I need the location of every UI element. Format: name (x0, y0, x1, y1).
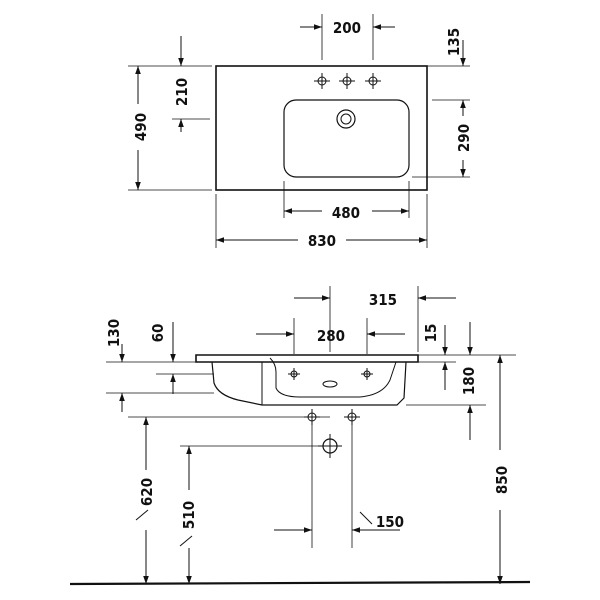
dimension-490: 490 (128, 65, 212, 191)
dim-label: 60 (149, 324, 167, 343)
dimension-480: 480 (283, 181, 410, 222)
dimension-280: 280 (256, 318, 405, 354)
tap-hole-icon (365, 73, 381, 89)
dimension-15: 15 (422, 324, 448, 390)
basin-slab-side (195, 354, 419, 363)
dim-label: 490 (132, 113, 150, 141)
tap-hole-icon (288, 368, 300, 380)
drain-icon (322, 380, 338, 388)
dimension-130: 130 (105, 319, 125, 412)
basin-body-side (211, 361, 407, 406)
dimension-620: 620 (135, 417, 156, 584)
basin-outline-top (215, 65, 428, 191)
tap-hole-icon (361, 368, 373, 380)
dimension-210: 210 (172, 36, 210, 132)
dim-label: 135 (445, 28, 463, 56)
waste-outlet-icon (304, 409, 320, 425)
dim-label: 510 (180, 501, 198, 529)
dim-label: 15 (422, 324, 440, 343)
tap-hole-icon (314, 73, 330, 89)
dim-label: 180 (460, 367, 478, 395)
bowl-outline-top (283, 99, 410, 178)
dim-label: 280 (317, 327, 345, 345)
dim-label: 480 (332, 204, 360, 222)
dim-label: 210 (173, 78, 191, 106)
dim-label: 620 (138, 478, 156, 506)
top-view: 200 135 290 210 490 (128, 14, 473, 250)
dimension-315: 315 (294, 286, 456, 352)
dim-label: 130 (105, 319, 123, 347)
floor-line (69, 580, 531, 586)
dim-label: 830 (308, 232, 336, 250)
dimension-510: 510 (179, 446, 198, 584)
dimension-850: 850 (493, 355, 511, 584)
side-view: 315 280 15 180 850 (69, 286, 531, 586)
dimension-290: 290 (412, 99, 473, 178)
drain-icon (336, 109, 356, 129)
dim-label: 850 (493, 466, 511, 494)
dimension-180: 180 (460, 322, 478, 440)
dim-label: 150 (376, 513, 404, 531)
waste-outlet-icon (344, 409, 360, 425)
dim-label: 200 (333, 19, 361, 37)
trap-outlet-icon (318, 434, 342, 458)
dim-label: 290 (455, 124, 473, 152)
dimension-150: 150 (274, 511, 404, 533)
dimension-830: 830 (215, 194, 428, 250)
inner-bowl-side (261, 357, 397, 405)
tap-hole-icon (339, 73, 355, 89)
dim-label: 315 (369, 291, 397, 309)
dimension-135: 135 (427, 28, 470, 67)
dimension-200: 200 (300, 14, 395, 60)
dimension-60: 60 (149, 322, 176, 394)
